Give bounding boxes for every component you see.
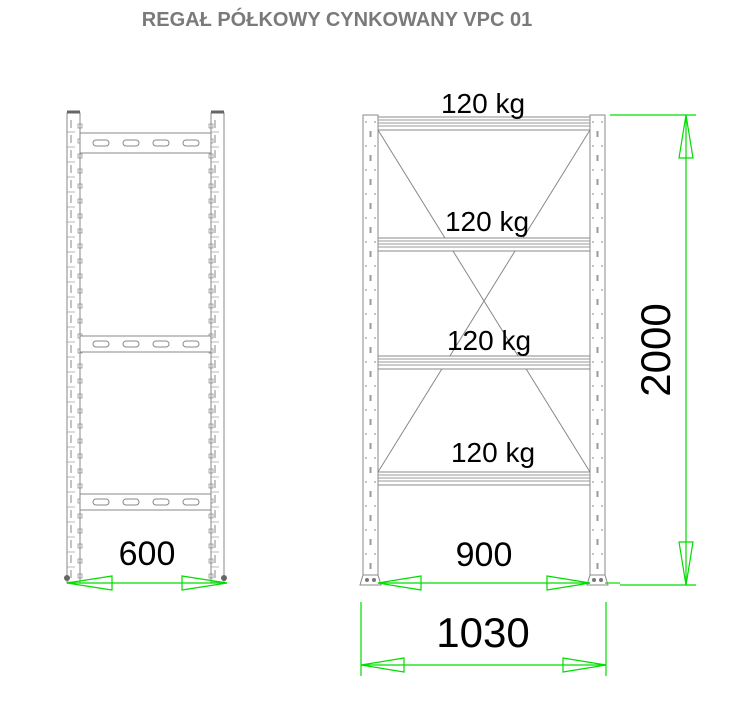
front-shelf-1 — [377, 116, 591, 131]
side-beam-3 — [79, 493, 212, 511]
front-shelf-4 — [377, 471, 591, 486]
dimension-lines — [66, 114, 696, 676]
shelf-load-label-4: 120 kg — [451, 437, 535, 468]
outer-width-label: 1030 — [436, 609, 529, 656]
side-beam-1 — [79, 132, 212, 154]
shelf-load-label-2: 120 kg — [445, 206, 529, 237]
upright-foot — [586, 574, 609, 586]
drawing-title: REGAŁ PÓŁKOWY CYNKOWANY VPC 01 — [141, 9, 533, 31]
shelf-load-label-1: 120 kg — [441, 88, 525, 119]
inner-width-label: 900 — [456, 536, 513, 574]
side-beam-2 — [79, 335, 212, 353]
height-label: 2000 — [632, 303, 679, 396]
shelf-load-label-3: 120 kg — [447, 325, 531, 356]
front-shelf-2 — [377, 237, 591, 252]
front-shelf-3 — [377, 355, 591, 370]
side-upright-2 — [208, 110, 227, 584]
front-upright-2 — [586, 114, 609, 586]
front-upright-1 — [359, 114, 382, 586]
cross-brace-2 — [377, 129, 591, 473]
side-view — [64, 110, 227, 584]
front-view — [359, 114, 609, 586]
side-depth-label: 600 — [119, 535, 176, 573]
upright-foot — [359, 574, 382, 586]
side-upright-1 — [64, 110, 83, 584]
